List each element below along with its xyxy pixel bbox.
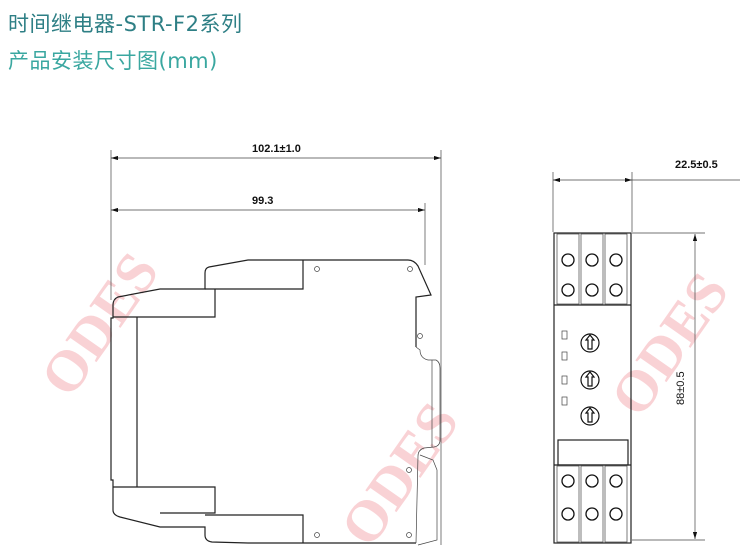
page-title: 时间继电器-STR-F2系列 (8, 12, 243, 36)
adjust-knob-icons (580, 333, 600, 426)
page-subtitle: 产品安装尺寸图(mm) (8, 49, 218, 73)
front-view-dimensions: 22.5±0.5 88±0.5 (552, 159, 740, 541)
overall-length-label: 102.1±1.0 (252, 143, 301, 155)
terminal-blocks (556, 233, 628, 543)
width-label: 22.5±0.5 (675, 159, 718, 171)
front-view (553, 232, 632, 544)
svg-text:ODES: ODES (597, 261, 741, 428)
led-indicators (561, 330, 568, 406)
body-length-label: 99.3 (252, 195, 273, 207)
svg-text:ODES: ODES (327, 391, 471, 550)
watermark: ODES ODES ODES (27, 241, 741, 550)
side-view-dimensions: 102.1±1.0 99.3 (110, 143, 442, 545)
terminal-screw-icons (561, 253, 623, 521)
height-label: 88±0.5 (675, 371, 687, 405)
svg-text:ODES: ODES (27, 241, 171, 408)
side-view (110, 259, 441, 546)
